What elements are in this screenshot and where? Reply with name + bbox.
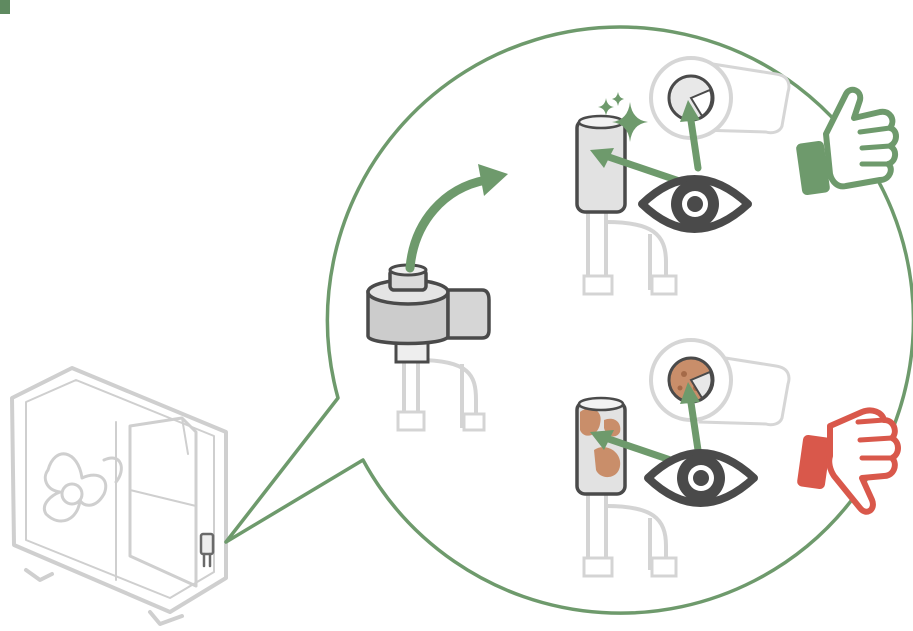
outdoor-unit-icon	[10, 366, 228, 626]
expansion-valve-coil-icon	[366, 263, 491, 432]
removal-arrow-icon	[405, 164, 508, 273]
corner-marker	[0, 0, 10, 14]
eye-icon	[590, 100, 752, 233]
eye-icon-bottom	[590, 382, 758, 507]
callout-bubble	[224, 25, 913, 615]
clean-valve-body-icon	[575, 56, 791, 296]
sparkle-icon	[598, 92, 648, 142]
dirty-valve-body-icon	[575, 338, 791, 578]
thumbs-up-icon	[796, 86, 899, 196]
thumbs-down-icon	[797, 407, 901, 515]
